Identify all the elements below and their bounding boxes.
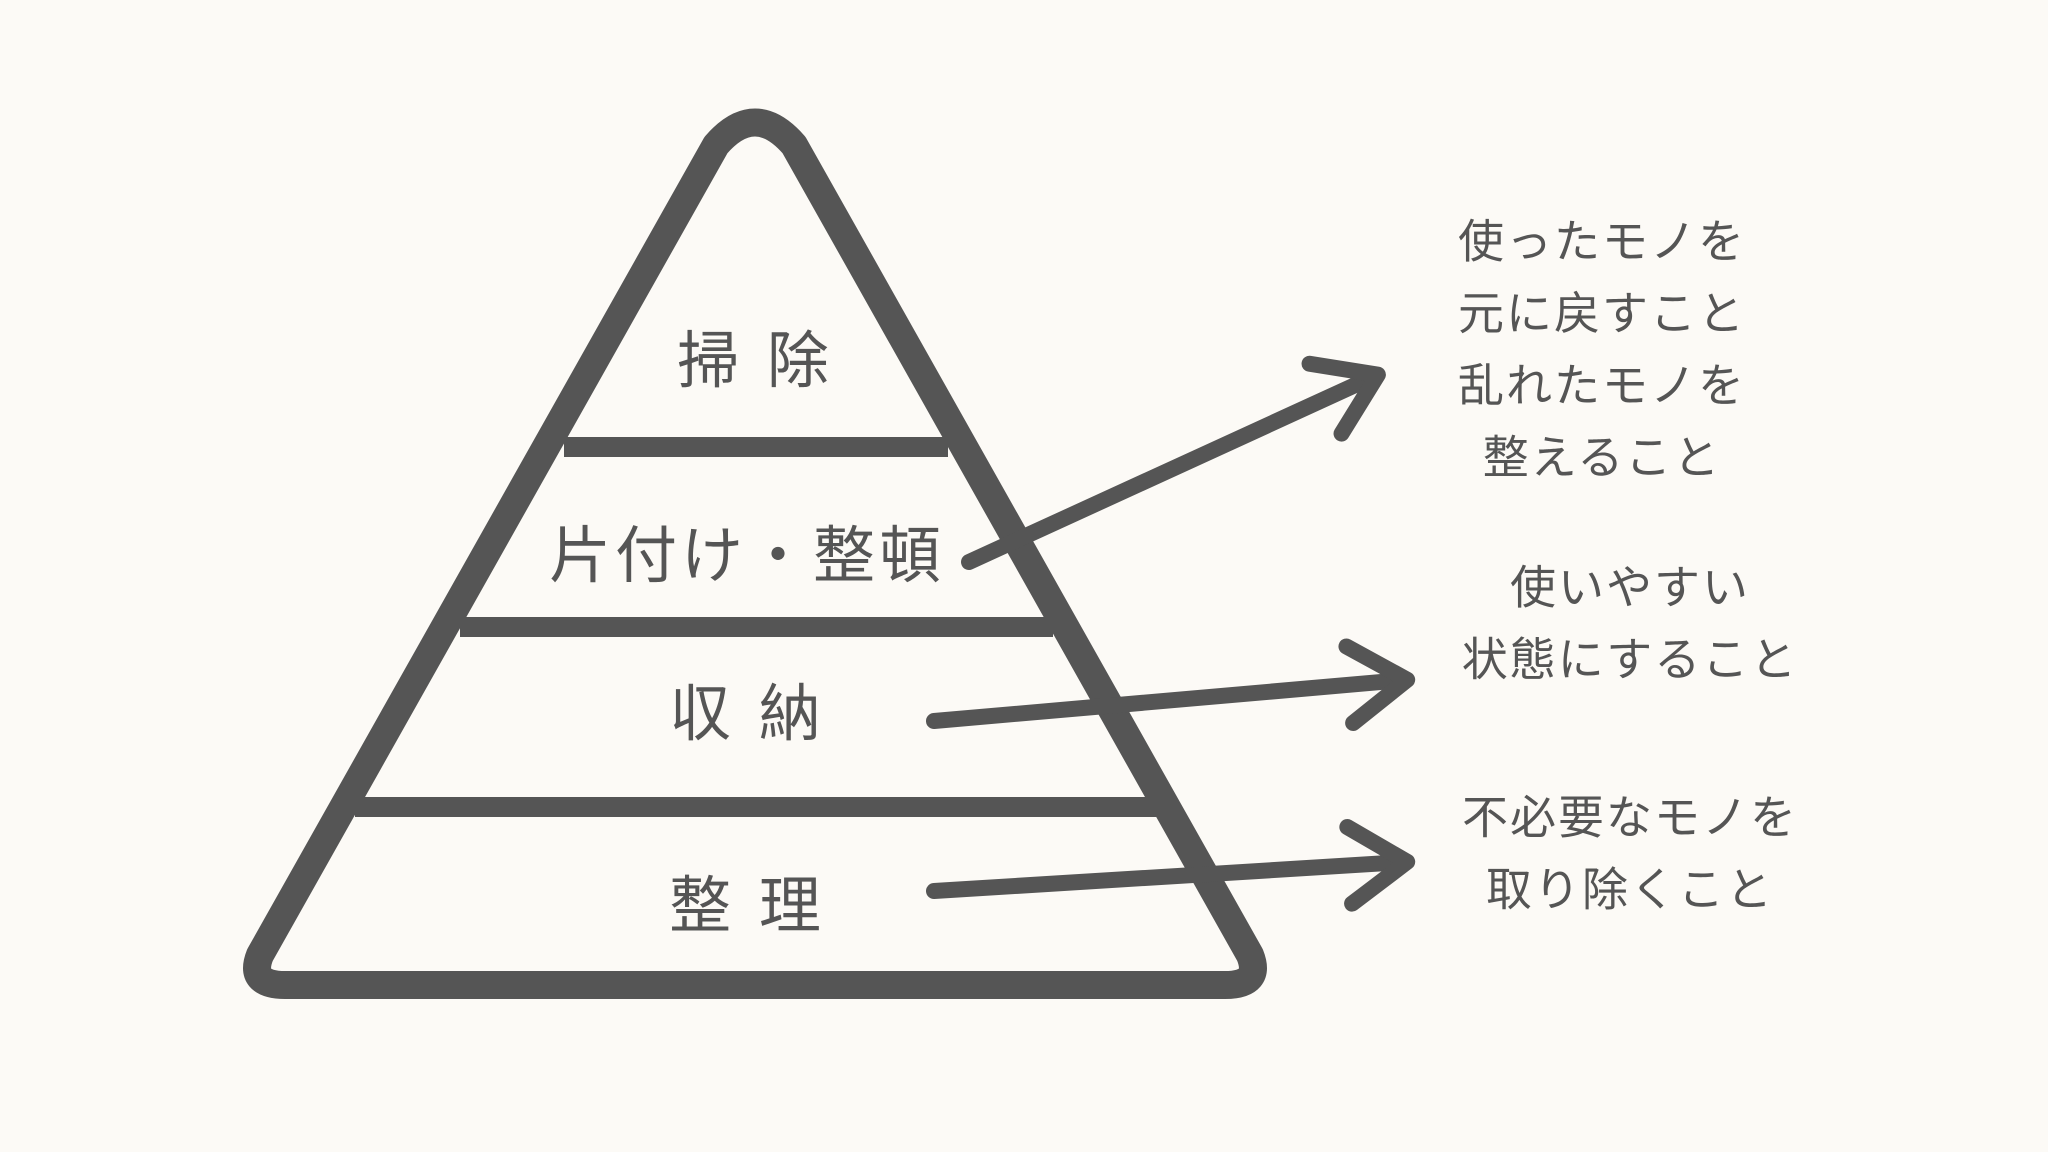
arrow-seiton: [961, 355, 1386, 570]
note-line: 取り除くこと: [1486, 863, 1774, 917]
level-label-souji: 掃 除: [677, 324, 833, 397]
note-line: 元に戻すこと: [1458, 287, 1746, 341]
note-line: 不必要なモノを: [1462, 791, 1798, 845]
arrow-shuno: [926, 638, 1416, 731]
note-seiton: 使ったモノを 元に戻すこと 乱れたモノを 整えること: [1458, 215, 1746, 485]
note-seiri: 不必要なモノを 取り除くこと: [1462, 791, 1798, 917]
arrow-seiri: [926, 819, 1416, 912]
note-line: 使ったモノを: [1458, 215, 1746, 269]
level-label-seiri: 整 理: [669, 869, 825, 942]
level-label-seiton: 片付け・整頓: [549, 519, 945, 592]
note-line: 状態にすること: [1462, 633, 1798, 687]
note-shuno: 使いやすい 状態にすること: [1462, 561, 1798, 687]
level-label-shuno: 収 納: [669, 677, 825, 750]
note-line: 乱れたモノを: [1458, 359, 1746, 413]
pyramid-outline: [243, 108, 1267, 999]
note-line: 使いやすい: [1510, 561, 1750, 615]
note-line: 整えること: [1483, 431, 1722, 485]
